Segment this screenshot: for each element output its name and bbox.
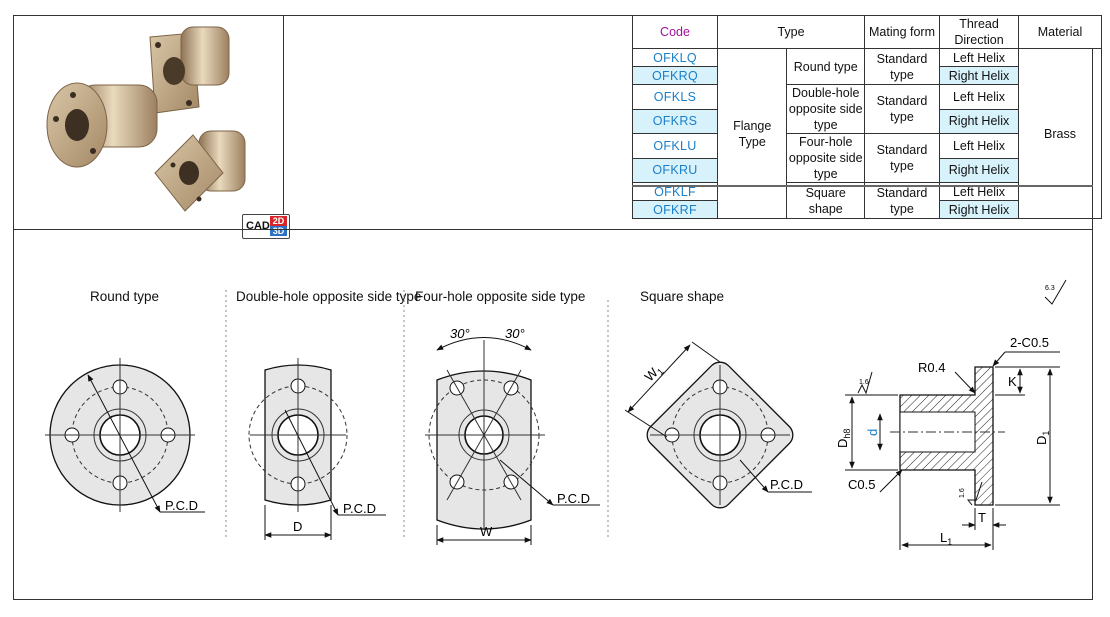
four-hole-title: Four-hole opposite side type xyxy=(415,289,586,304)
k-label: K xyxy=(1008,374,1017,389)
table-row: OFKLQ Flange Type Round type Standard ty… xyxy=(632,48,1102,219)
pcd-label-square: P.C.D xyxy=(770,477,803,492)
double-hole-view xyxy=(248,358,386,540)
code-cell[interactable]: OFKLS xyxy=(632,84,718,110)
thread-cell: Left Helix xyxy=(939,133,1019,159)
subtype-cell: Square shape xyxy=(786,182,865,219)
square-shape-view xyxy=(624,341,812,509)
thread-cell: Right Helix xyxy=(939,66,1019,85)
view-separators xyxy=(225,290,609,540)
header-type: Type xyxy=(717,15,865,49)
material-cell: Brass xyxy=(1018,48,1102,219)
flange-type-cell: Flange Type xyxy=(716,48,788,219)
thread-cell: Left Helix xyxy=(939,84,1019,110)
pcd-label-round: P.C.D xyxy=(165,498,198,513)
roughness-face: 1.6 xyxy=(959,488,966,498)
code-cell[interactable]: OFKRQ xyxy=(632,66,718,85)
subtype-line: Four-hole opposite side type xyxy=(788,135,863,181)
table-row: OFKRU Right Helix xyxy=(632,157,1102,183)
section-view xyxy=(845,279,1067,550)
table-row: OFKRQ Right Helix xyxy=(632,66,1102,85)
mating-cell: Standard type xyxy=(864,182,940,219)
table-row: OFKLS Double-hole opposite side type Sta… xyxy=(632,84,1102,134)
table-row: OFKLF Square shape Standard type Left He… xyxy=(632,182,1102,219)
square-shape-title: Square shape xyxy=(640,289,725,304)
subtype-line: Double-hole opposite side type xyxy=(788,86,863,132)
cad-3d-badge: 3D xyxy=(270,226,287,236)
c2-label: 2-C0.5 xyxy=(1010,335,1049,350)
dh8-label: Dh8 xyxy=(835,429,852,448)
product-photo: CAD 2D 3D xyxy=(13,15,290,239)
subtype-cell: Round type xyxy=(786,48,865,85)
dim-w1-label: W1 xyxy=(642,361,666,385)
l1-label: L1 xyxy=(940,530,952,547)
roughness-bore: 1.6 xyxy=(859,379,869,386)
product-photo-illustration xyxy=(46,26,246,212)
header-code: Code xyxy=(632,15,718,49)
double-hole-title: Double-hole opposite side type xyxy=(236,289,422,304)
code-cell[interactable]: OFKRS xyxy=(632,108,718,134)
dim-d-label: D xyxy=(293,519,302,534)
section-divider xyxy=(13,229,1093,230)
round-type-view xyxy=(45,358,205,513)
thread-cell: Right Helix xyxy=(939,200,1019,219)
round-type-title: Round type xyxy=(90,289,160,304)
cad-2d-badge: 2D xyxy=(270,216,287,226)
thread-cell: Left Helix xyxy=(939,48,1019,67)
d-label: d xyxy=(865,429,880,436)
t-label: T xyxy=(978,510,986,525)
four-hole-view xyxy=(425,337,600,545)
table-bottom-rule xyxy=(632,185,1093,187)
code-cell[interactable]: OFKLU xyxy=(632,133,718,159)
table-header-row: Code Type Mating form Thread Direction M… xyxy=(632,15,1102,49)
subtype-cell: Double-hole opposite side type xyxy=(786,84,865,134)
thread-cell: Right Helix xyxy=(939,157,1019,183)
pcd-label-four: P.C.D xyxy=(557,491,590,506)
code-cell[interactable]: OFKRU xyxy=(632,157,718,183)
header-thread: Thread Direction xyxy=(939,15,1019,49)
roughness-main: 6.3 xyxy=(1045,285,1055,292)
table-row: OFKLU Four-hole opposite side type Stand… xyxy=(632,133,1102,183)
c05-label: C0.5 xyxy=(848,477,875,492)
code-cell[interactable]: OFKRF xyxy=(632,200,718,219)
pcd-label-double: P.C.D xyxy=(343,501,376,516)
angle-label-left: 30° xyxy=(450,326,470,341)
r04-label: R0.4 xyxy=(918,360,945,375)
subtype-cell: Four-hole opposite side type xyxy=(786,133,865,183)
header-mating: Mating form xyxy=(864,15,940,49)
spec-table: Code Type Mating form Thread Direction M… xyxy=(632,15,1102,219)
d1-label: D1 xyxy=(1034,431,1051,445)
mating-cell: Standard type xyxy=(864,84,940,134)
angle-label-right: 30° xyxy=(505,326,525,341)
main-frame xyxy=(13,15,1093,600)
dim-w-label: W xyxy=(480,524,493,539)
table-row: OFKRF Right Helix xyxy=(632,200,1102,219)
